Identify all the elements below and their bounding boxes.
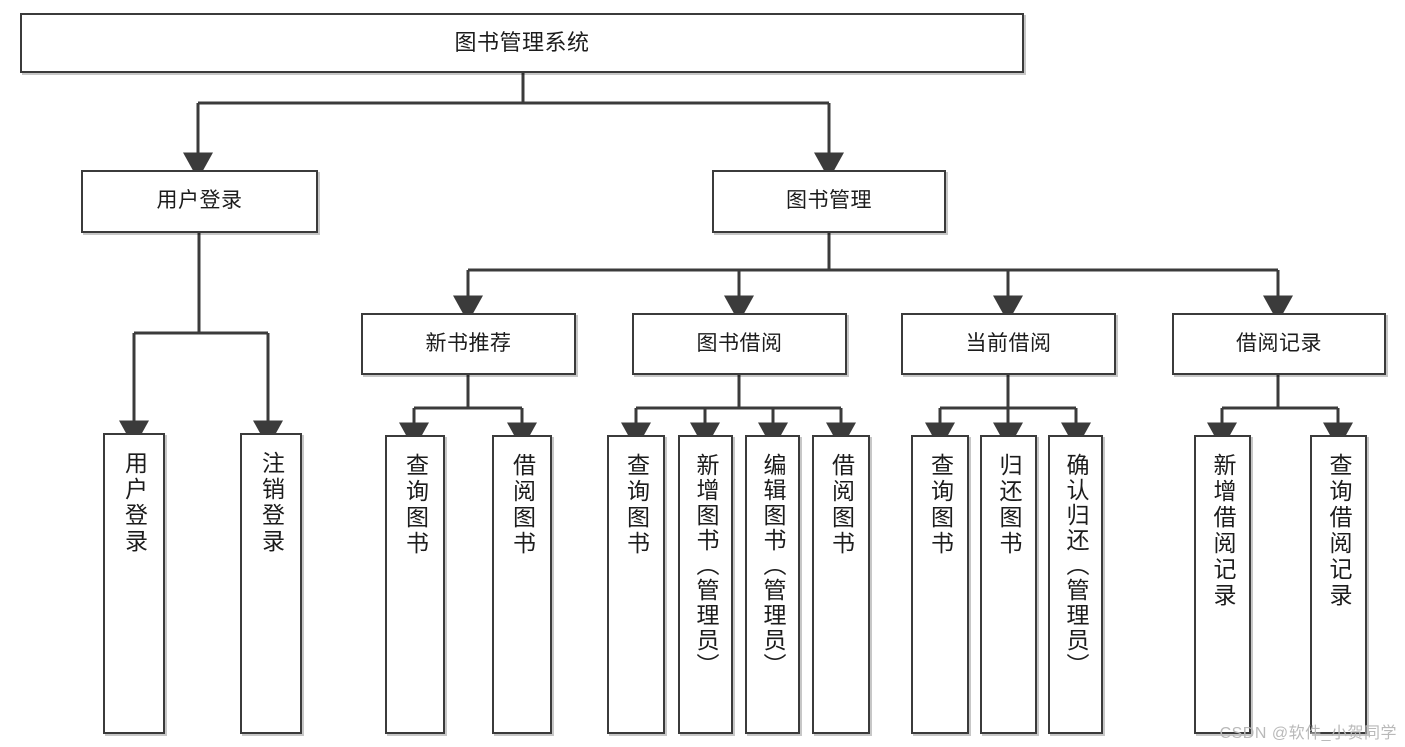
node-leaf-user-login[interactable]: 用户登录 bbox=[103, 433, 165, 734]
node-new-book-recommend[interactable]: 新书推荐 bbox=[361, 313, 576, 375]
node-book-manage-label: 图书管理 bbox=[786, 189, 872, 213]
node-leaf-confirm-return-admin[interactable]: 确认归还（管理员） bbox=[1048, 435, 1103, 734]
node-leaf-user-login-label: 用户登录 bbox=[121, 451, 148, 555]
node-leaf-return-book-label: 归还图书 bbox=[996, 453, 1022, 557]
node-leaf-recommend-query-book[interactable]: 查询图书 bbox=[385, 435, 445, 734]
csdn-watermark: CSDN @软件_小贺同学 bbox=[1219, 725, 1397, 742]
node-book-manage[interactable]: 图书管理 bbox=[712, 170, 946, 233]
node-leaf-add-borrow-record-label: 新增借阅记录 bbox=[1210, 453, 1236, 609]
node-leaf-edit-book-admin[interactable]: 编辑图书（管理员） bbox=[745, 435, 800, 734]
node-leaf-return-book[interactable]: 归还图书 bbox=[980, 435, 1037, 734]
node-root[interactable]: 图书管理系统 bbox=[20, 13, 1024, 73]
node-current-borrow[interactable]: 当前借阅 bbox=[901, 313, 1116, 375]
node-root-label: 图书管理系统 bbox=[454, 30, 590, 56]
node-borrow-record-label: 借阅记录 bbox=[1236, 331, 1322, 355]
node-leaf-logout[interactable]: 注销登录 bbox=[240, 433, 302, 734]
node-leaf-borrow-query-book-label: 查询图书 bbox=[623, 453, 650, 557]
node-leaf-query-borrow-record[interactable]: 查询借阅记录 bbox=[1310, 435, 1367, 734]
node-leaf-confirm-return-admin-label: 确认归还（管理员） bbox=[1063, 453, 1089, 678]
node-leaf-current-query-book-label: 查询图书 bbox=[927, 453, 954, 557]
node-leaf-recommend-query-book-label: 查询图书 bbox=[402, 453, 429, 557]
node-new-book-recommend-label: 新书推荐 bbox=[425, 331, 512, 355]
node-leaf-query-borrow-record-label: 查询借阅记录 bbox=[1326, 453, 1352, 609]
node-leaf-add-book-admin-label: 新增图书（管理员） bbox=[693, 453, 719, 678]
node-leaf-add-borrow-record[interactable]: 新增借阅记录 bbox=[1194, 435, 1251, 734]
node-leaf-recommend-borrow-book[interactable]: 借阅图书 bbox=[492, 435, 552, 734]
node-leaf-recommend-borrow-book-label: 借阅图书 bbox=[509, 453, 536, 557]
node-leaf-logout-label: 注销登录 bbox=[258, 451, 285, 555]
node-user-login-label: 用户登录 bbox=[156, 189, 243, 213]
node-book-borrow-label: 图书借阅 bbox=[696, 331, 783, 355]
node-borrow-record[interactable]: 借阅记录 bbox=[1172, 313, 1386, 375]
node-book-borrow[interactable]: 图书借阅 bbox=[632, 313, 847, 375]
node-leaf-borrow-book[interactable]: 借阅图书 bbox=[812, 435, 870, 734]
node-leaf-edit-book-admin-label: 编辑图书（管理员） bbox=[760, 453, 786, 678]
node-leaf-add-book-admin[interactable]: 新增图书（管理员） bbox=[678, 435, 733, 734]
node-user-login[interactable]: 用户登录 bbox=[81, 170, 318, 233]
node-current-borrow-label: 当前借阅 bbox=[965, 331, 1052, 355]
node-leaf-borrow-book-label: 借阅图书 bbox=[828, 453, 855, 557]
node-leaf-borrow-query-book[interactable]: 查询图书 bbox=[607, 435, 665, 734]
node-leaf-current-query-book[interactable]: 查询图书 bbox=[911, 435, 969, 734]
